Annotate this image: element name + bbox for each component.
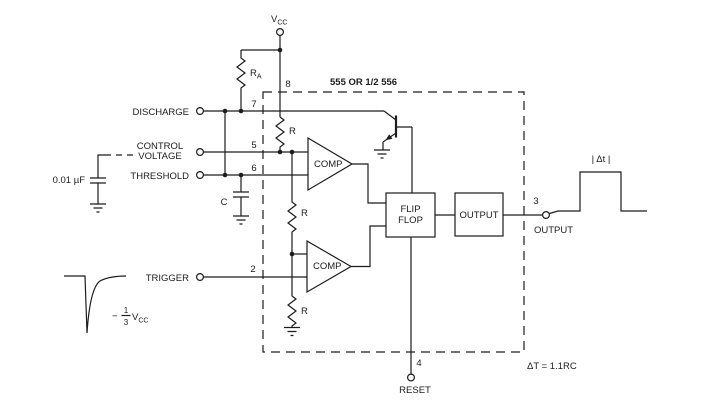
timing-capacitor (233, 175, 249, 216)
control-capacitor-value: 0.01 µF (53, 175, 86, 186)
divider-resistor-r1 (275, 116, 285, 152)
trigger-level-minus: − (112, 311, 118, 322)
transistor-base-wire (396, 126, 413, 193)
comparator-1-output-wire (352, 163, 386, 204)
threshold-terminal (196, 171, 205, 180)
resistor-ra (236, 50, 246, 111)
reset-terminal (407, 373, 416, 382)
pin-7-number: 7 (251, 99, 256, 110)
comparator-2-output-wire (351, 225, 386, 268)
transistor-collector (383, 110, 397, 121)
threshold-label: THRESHOLD (130, 171, 189, 182)
pin-8-number: 8 (285, 79, 290, 90)
vcc-subscript: CC (277, 20, 287, 27)
output-terminal (541, 211, 550, 220)
trigger-level-v: V (132, 312, 139, 323)
comparator-2-label: COMP (313, 261, 342, 272)
junction-dot (277, 149, 283, 155)
pin-6-number: 6 (251, 163, 256, 174)
vcc-terminal (276, 28, 285, 37)
resistor-ra-label: RA (250, 68, 262, 81)
trigger-input-waveform (64, 275, 127, 334)
control-capacitor (90, 177, 106, 204)
junction-dot (277, 47, 283, 53)
chip-boundary-dashed-box (262, 91, 525, 353)
ground-symbol (90, 203, 106, 213)
trigger-terminal (196, 273, 205, 282)
reset-label: RESET (399, 385, 431, 396)
control-voltage-label-line1: CONTROL (137, 141, 183, 152)
chip-title: 555 OR 1/2 556 (330, 77, 397, 88)
junction-dot (222, 108, 228, 114)
control-voltage-terminal (196, 148, 205, 157)
junction-dot (289, 149, 295, 155)
formula-label: ΔT = 1.1RC (527, 361, 577, 372)
ground-symbol (284, 326, 300, 337)
output-stage-box (454, 192, 504, 237)
comparator-1 (307, 136, 354, 192)
trigger-label: TRIGGER (146, 273, 189, 284)
flip-flop-label-line2: FLOP (398, 215, 423, 226)
discharge-transistor (374, 110, 413, 193)
divider-r3-label: R (301, 306, 308, 317)
comparator-2 (306, 239, 353, 294)
vcc-base: V (271, 14, 278, 25)
divider-resistor-r3 (287, 254, 297, 328)
trigger-level-label: − 1 3 VCC (112, 306, 148, 327)
divider-r1-label: R (289, 126, 296, 137)
pulse-width-label: | Δt | (592, 154, 611, 165)
divider-r2-label: R (301, 208, 308, 219)
comparator-1-label: COMP (314, 159, 343, 170)
pin-5-number: 5 (251, 140, 256, 151)
trigger-level-vcc: VCC (132, 312, 148, 325)
ra-base: R (250, 68, 257, 79)
output-pulse-waveform (549, 171, 647, 215)
output-stage-label: OUTPUT (459, 210, 498, 221)
pin-4-number: 4 (416, 358, 421, 369)
ground-symbol (374, 149, 390, 159)
junction-dot (222, 172, 228, 178)
transistor-emitter-arrow (385, 134, 393, 141)
output-pin-label: OUTPUT (534, 225, 573, 236)
trigger-level-denominator: 3 (124, 318, 129, 327)
discharge-terminal (196, 106, 205, 115)
control-capacitor-wire (97, 154, 105, 178)
control-voltage-label-line2: VOLTAGE (138, 151, 181, 162)
trigger-level-v-subscript: CC (138, 318, 148, 325)
pin-2-number: 2 (250, 264, 255, 275)
pin-3-number: 3 (533, 196, 538, 207)
vcc-label: VCC (271, 14, 287, 27)
timing-capacitor-label: C (221, 197, 228, 208)
ground-symbol (233, 215, 249, 225)
discharge-label: DISCHARGE (133, 107, 189, 118)
flip-flop-label-line1: FLIP (400, 204, 420, 215)
divider-resistor-r2 (287, 152, 297, 254)
ra-subscript: A (257, 74, 262, 81)
trigger-level-numerator: 1 (124, 306, 129, 315)
